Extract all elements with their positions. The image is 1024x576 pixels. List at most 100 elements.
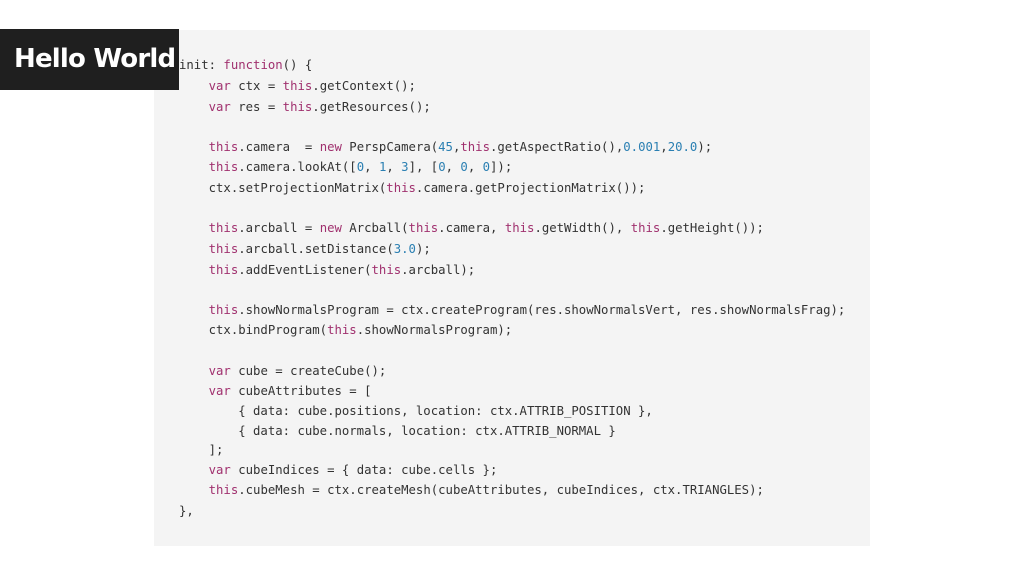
code-text: .arcball.setDistance( <box>238 242 394 256</box>
code-line: ctx.setProjectionMatrix(this.camera.getP… <box>179 178 646 198</box>
code-keyword: this <box>208 263 239 277</box>
code-line: ]; <box>179 440 224 460</box>
code-line: var res = this.getResources(); <box>179 97 431 117</box>
code-text: Arcball( <box>341 221 409 235</box>
code-keyword: var <box>208 79 231 93</box>
code-keyword: var <box>208 100 231 114</box>
code-keyword: this <box>408 221 439 235</box>
code-text <box>179 79 209 93</box>
code-text: .camera.getProjectionMatrix()); <box>415 181 646 195</box>
code-text: res = <box>230 100 283 114</box>
code-line: { data: cube.positions, location: ctx.AT… <box>179 401 653 421</box>
code-text: init: <box>179 58 224 72</box>
code-text <box>179 160 209 174</box>
code-number: 0 <box>460 160 468 174</box>
code-text <box>179 242 209 256</box>
code-line: this.camera.lookAt([0, 1, 3], [0, 0, 0])… <box>179 157 513 177</box>
code-text <box>179 303 209 317</box>
code-text: , <box>467 160 483 174</box>
code-line: this.cubeMesh = ctx.createMesh(cubeAttri… <box>179 480 764 500</box>
code-text: .getContext(); <box>312 79 416 93</box>
code-text <box>179 384 209 398</box>
code-text: .getResources(); <box>312 100 431 114</box>
code-text: .arcball = <box>238 221 320 235</box>
code-keyword: new <box>319 140 342 154</box>
code-number: 1 <box>378 160 387 174</box>
code-text: .addEventListener( <box>238 263 372 277</box>
code-line: ctx.bindProgram(this.showNormalsProgram)… <box>179 320 513 340</box>
code-text <box>179 100 209 114</box>
code-number: 3.0 <box>393 242 416 256</box>
code-text: .camera.lookAt([ <box>238 160 357 174</box>
code-keyword: this <box>282 79 313 93</box>
code-text: , <box>660 140 668 154</box>
code-keyword: this <box>460 140 490 154</box>
code-number: 0 <box>482 160 491 174</box>
code-keyword: this <box>208 303 239 317</box>
code-text: ctx = <box>230 79 283 93</box>
code-text: }, <box>179 504 194 518</box>
slide-title: Hello World <box>0 29 179 90</box>
code-keyword: this <box>208 242 239 256</box>
code-text <box>179 483 209 497</box>
code-keyword: this <box>282 100 313 114</box>
code-keyword: this <box>208 483 239 497</box>
code-number: 3 <box>401 160 409 174</box>
code-text <box>179 463 209 477</box>
code-text: .getWidth(), <box>534 221 631 235</box>
code-text: ctx.setProjectionMatrix( <box>179 181 387 195</box>
code-text: { data: cube.normals, location: ctx.ATTR… <box>179 424 616 438</box>
code-keyword: var <box>208 384 231 398</box>
code-number: 0 <box>356 160 365 174</box>
code-line: var cube = createCube(); <box>179 361 387 381</box>
code-keyword: this <box>504 221 535 235</box>
code-number: 20.0 <box>667 140 698 154</box>
code-keyword: this <box>208 140 239 154</box>
code-text: .getAspectRatio(), <box>490 140 624 154</box>
code-text: , <box>452 140 461 154</box>
code-text <box>179 263 209 277</box>
code-line: var cubeIndices = { data: cube.cells }; <box>179 460 498 480</box>
code-text: .camera = <box>238 140 320 154</box>
code-text: .camera, <box>438 221 505 235</box>
code-number: 45 <box>438 140 453 154</box>
code-keyword: this <box>371 263 402 277</box>
code-text: cubeIndices = { data: cube.cells }; <box>230 463 498 477</box>
code-text: ]; <box>179 443 224 457</box>
code-keyword: function <box>223 58 283 72</box>
code-text: ); <box>415 242 431 256</box>
code-line: this.arcball.setDistance(3.0); <box>179 239 431 259</box>
code-panel <box>154 30 870 546</box>
code-line: var ctx = this.getContext(); <box>179 76 416 96</box>
code-keyword: this <box>630 221 661 235</box>
code-line: }, <box>179 501 194 521</box>
code-number: 0 <box>438 160 446 174</box>
code-line: this.showNormalsProgram = ctx.createProg… <box>179 300 846 320</box>
code-line: { data: cube.normals, location: ctx.ATTR… <box>179 421 616 441</box>
code-number: 0.001 <box>623 140 661 154</box>
code-line: this.addEventListener(this.arcball); <box>179 260 476 280</box>
code-text: .showNormalsProgram); <box>356 323 513 337</box>
code-text: PerspCamera( <box>341 140 439 154</box>
code-text <box>179 221 209 235</box>
code-line: var cubeAttributes = [ <box>179 381 372 401</box>
code-text: { data: cube.positions, location: ctx.AT… <box>179 404 653 418</box>
code-text: .cubeMesh = ctx.createMesh(cubeAttribute… <box>238 483 764 497</box>
code-text: cubeAttributes = [ <box>230 384 372 398</box>
code-keyword: this <box>208 221 239 235</box>
code-text: ]); <box>490 160 513 174</box>
code-text: ctx.bindProgram( <box>179 323 328 337</box>
code-text: ], [ <box>408 160 439 174</box>
code-text: , <box>445 160 461 174</box>
code-keyword: this <box>208 160 239 174</box>
code-line: init: function() { <box>179 55 312 75</box>
code-keyword: this <box>327 323 357 337</box>
code-text: .arcball); <box>401 263 476 277</box>
code-line: this.camera = new PerspCamera(45,this.ge… <box>179 137 713 157</box>
code-keyword: var <box>208 364 231 378</box>
code-line: this.arcball = new Arcball(this.camera, … <box>179 218 764 238</box>
code-text: cube = createCube(); <box>230 364 387 378</box>
code-keyword: var <box>208 463 231 477</box>
code-text: () { <box>282 58 313 72</box>
code-text: , <box>386 160 402 174</box>
